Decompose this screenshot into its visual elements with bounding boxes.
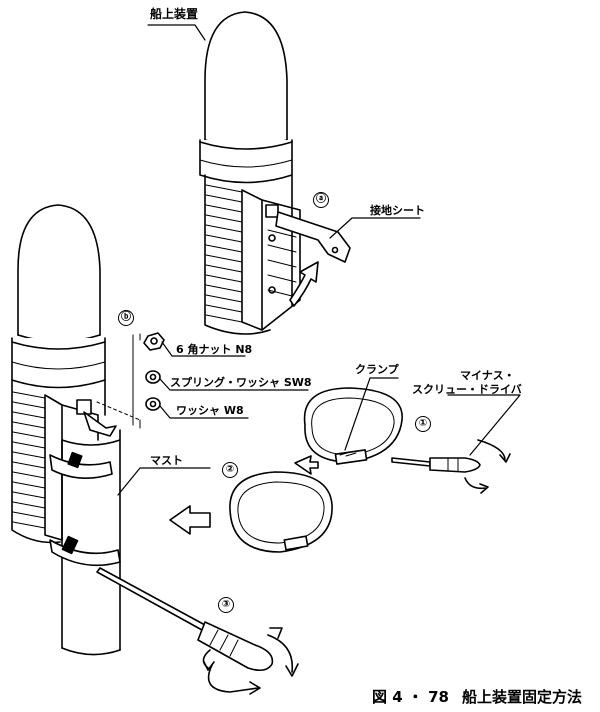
ground-sheet-label: 接地シート bbox=[370, 204, 425, 217]
marker-step3: ③ bbox=[218, 597, 234, 613]
marker-a: ⓐ bbox=[313, 192, 329, 208]
upper-unit-drawing bbox=[147, 11, 421, 335]
clamp-ring-open bbox=[303, 387, 403, 463]
upper-bolt bbox=[265, 204, 279, 218]
figure-number: 図 4 ・ 78 bbox=[372, 688, 449, 706]
hex-nut-label: 6 角ナット N8 bbox=[176, 343, 253, 356]
ground-sheet-strap bbox=[275, 211, 351, 263]
screwdriver-step-three bbox=[96, 567, 299, 695]
marker-step2: ② bbox=[222, 462, 238, 478]
marker-step1: ① bbox=[415, 416, 431, 432]
screwdriver-label-line2: スクリュー・ドライバ bbox=[412, 383, 522, 396]
upper-bracket bbox=[241, 189, 263, 331]
clamp-ring-closed bbox=[229, 471, 333, 553]
mast-lower-band bbox=[49, 539, 121, 567]
clamp-step-two bbox=[169, 471, 333, 553]
screwdriver-blade-three bbox=[96, 567, 206, 631]
clamp-step-one bbox=[294, 377, 521, 494]
clamp-label: クランプ bbox=[355, 363, 399, 376]
upper-collar bbox=[199, 139, 293, 184]
mast-label: マスト bbox=[150, 454, 183, 467]
upper-body bbox=[204, 174, 271, 335]
spring-washer-drawing bbox=[145, 370, 161, 384]
figure-title: 船上装置固定方法 bbox=[462, 688, 583, 706]
screwdriver-blade-one bbox=[391, 457, 431, 467]
lower-radome bbox=[17, 204, 101, 336]
washer-drawing bbox=[145, 397, 161, 411]
shipboard-unit-label: 船上装置 bbox=[150, 7, 199, 21]
lower-collar bbox=[11, 337, 106, 389]
upper-radome bbox=[204, 11, 288, 141]
hardware-stack bbox=[96, 332, 309, 429]
screwdriver-label-line1: マイナス・ bbox=[460, 369, 515, 382]
move-arrow bbox=[169, 505, 211, 535]
lower-unit-drawing bbox=[11, 204, 211, 656]
hex-nut-drawing bbox=[143, 332, 165, 351]
screwdriver-handle-one bbox=[429, 457, 481, 473]
marker-b: ⓑ bbox=[118, 310, 134, 326]
upper-fold-arrow bbox=[289, 261, 319, 307]
washer-label: ワッシャ W8 bbox=[176, 404, 244, 417]
spring-washer-label: スプリング・ワッシャ SW8 bbox=[170, 376, 312, 389]
